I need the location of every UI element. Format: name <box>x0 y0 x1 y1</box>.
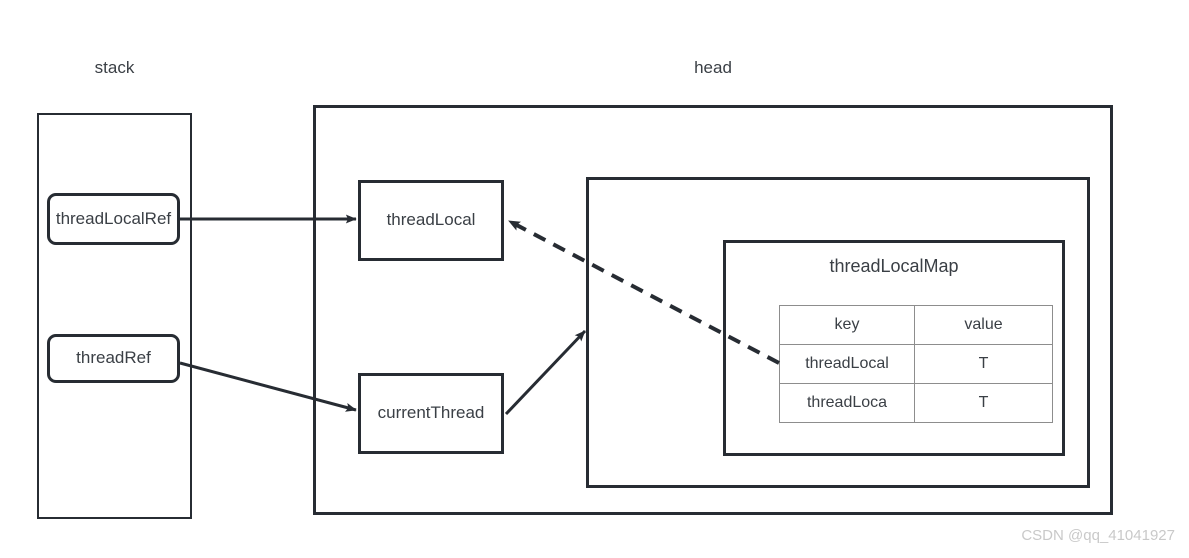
stack-container <box>37 113 192 519</box>
stack-item-threadlocalref-label: threadLocalRef <box>55 208 172 228</box>
node-threadlocal[interactable]: threadLocal <box>358 180 504 261</box>
table-cell-value-1: T <box>914 383 1053 423</box>
table-header-row: key value <box>779 305 1053 345</box>
head-label: head <box>694 58 732 77</box>
table-cell-value-0: T <box>914 344 1053 384</box>
threadlocalmap-table: key value threadLocal T threadLoca T <box>779 305 1053 423</box>
table-cell-key-0: threadLocal <box>779 344 915 384</box>
stack-item-threadref[interactable]: threadRef <box>47 334 180 383</box>
stack-item-threadref-label: threadRef <box>76 348 151 368</box>
table-row: threadLocal T <box>779 344 1053 384</box>
head-container <box>313 105 1113 515</box>
stack-item-threadlocalref[interactable]: threadLocalRef <box>47 193 180 245</box>
threadlocalmap-title: threadLocalMap <box>829 256 959 276</box>
node-currentthread[interactable]: currentThread <box>358 373 504 454</box>
table-header-value: value <box>914 305 1053 345</box>
table-row: threadLoca T <box>779 383 1053 423</box>
node-currentthread-label: currentThread <box>377 403 485 423</box>
watermark: CSDN @qq_41041927 <box>1021 527 1175 544</box>
table-cell-key-1: threadLoca <box>779 383 915 423</box>
node-threadlocal-label: threadLocal <box>386 210 476 230</box>
stack-label: stack <box>94 58 135 77</box>
table-header-key: key <box>779 305 915 345</box>
